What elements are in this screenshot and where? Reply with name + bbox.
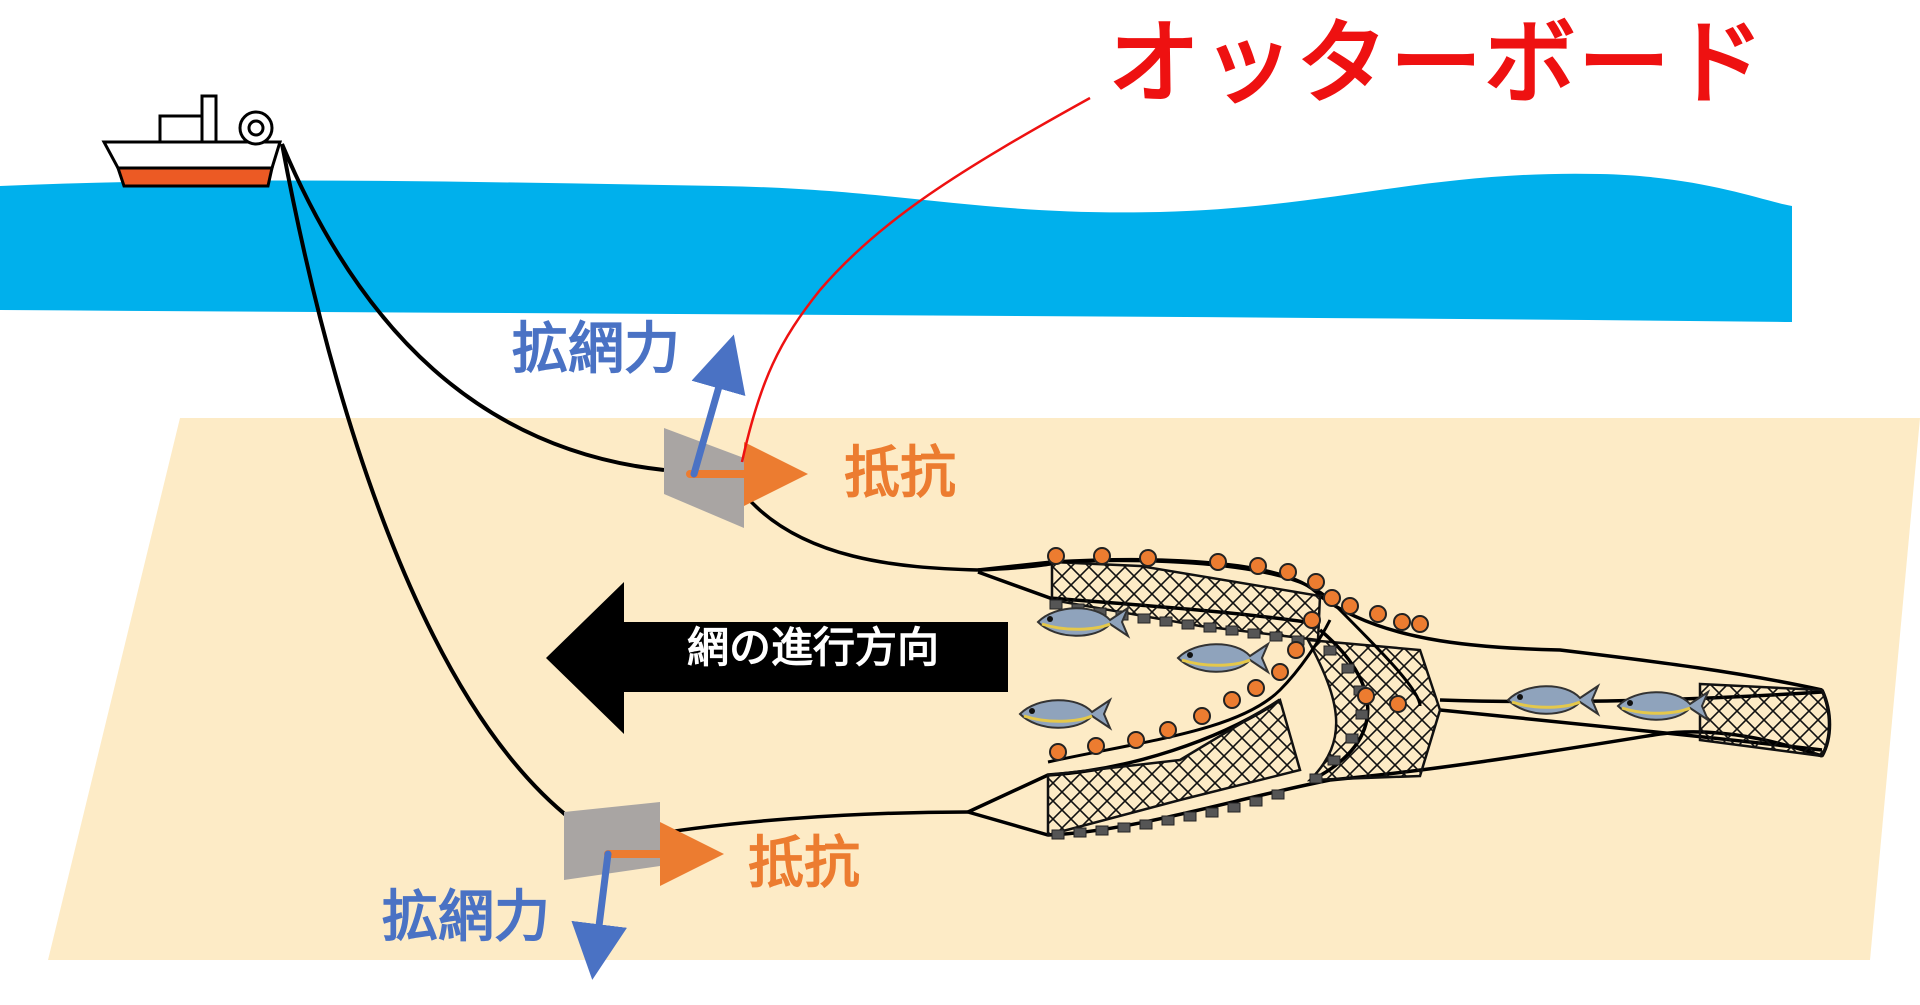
spread-force-arrow-bottom (571, 850, 627, 980)
horse-mackerel-icon (1176, 641, 1271, 675)
resistance-label-bottom: 抵抗 (748, 831, 860, 896)
horse-mackerel-icon (1616, 689, 1711, 723)
net-floats (1047, 547, 1429, 761)
arrow-left-icon (546, 582, 1008, 734)
spread-force-arrow-top (690, 334, 746, 478)
horse-mackerel-icon (1018, 697, 1113, 731)
otter-board-bottom (564, 802, 660, 880)
warp-lines (280, 143, 665, 822)
sea (0, 173, 1792, 322)
trawler-ship-icon (101, 94, 283, 188)
pointer-line (740, 96, 1091, 463)
horse-mackerel-icon (1506, 683, 1601, 717)
horse-mackerel-icon (1036, 605, 1131, 639)
spread-force-label-bottom: 拡網力 (382, 885, 550, 950)
otter-board-title: オッターボード (1108, 10, 1767, 117)
direction-label: 網の進行方向 (686, 623, 939, 672)
spread-force-label-top: 拡網力 (512, 317, 680, 382)
force-arrows (571, 334, 808, 980)
fish-group (1018, 605, 1711, 731)
resistance-label-top: 抵抗 (844, 441, 956, 506)
